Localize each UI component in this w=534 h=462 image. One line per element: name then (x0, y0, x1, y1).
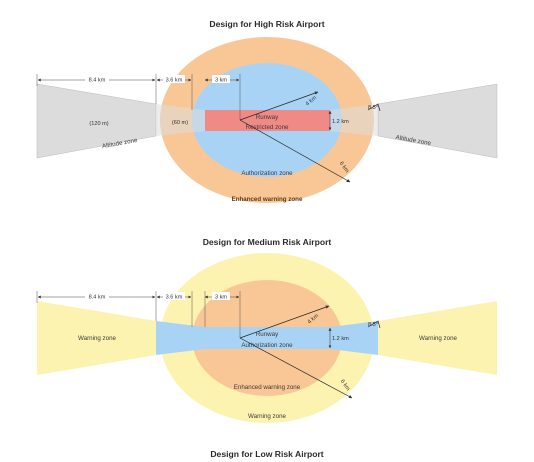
warning-zone-right-label: Warning zone (419, 335, 458, 342)
warning-zone-outer-label: Warning zone (248, 413, 287, 420)
dim-bg (212, 292, 230, 300)
width-label: 1.2 km (332, 336, 349, 342)
dim-3-label: 3 km (215, 78, 227, 84)
radius-6km-line (239, 337, 353, 399)
dim-bg (85, 75, 109, 83)
runway-label: Runway (256, 114, 279, 121)
left-warning-cone (37, 301, 156, 375)
enhanced-warning-label: Enhanced warning zone (234, 384, 301, 391)
dim-8-4-label: 8.4 km (89, 78, 106, 84)
height-outer-label: (120 m) (89, 121, 108, 127)
radius-6km-line (239, 119, 351, 183)
authorization-zone-label: Authorization zone (241, 170, 293, 177)
enhanced-warning-label: Enhanced warning zone (232, 196, 303, 203)
dim-bg (163, 292, 185, 300)
angle-label: 8.5° (368, 322, 378, 328)
restricted-zone-runway (205, 110, 330, 131)
height-inner-label: (60 m) (172, 120, 188, 126)
authorization-zone-label: Authorization zone (241, 342, 293, 349)
width-label: 1.2 km (332, 119, 349, 125)
runway-label: Runway (256, 331, 279, 338)
authorization-band (156, 321, 378, 355)
dim-bg (163, 75, 185, 83)
angle-marker (367, 103, 381, 112)
warning-zone-left-label: Warning zone (78, 335, 117, 342)
dim-3-6-label: 3.6 km (166, 295, 183, 301)
left-inner-cone (156, 104, 205, 136)
dim-bg (85, 292, 109, 300)
radius-4km-line (239, 305, 330, 339)
restricted-zone-label: Restricted zone (246, 124, 290, 131)
right-warning-cone (378, 301, 497, 375)
dim-bg (212, 75, 230, 83)
medium-risk-diagram: Design for Medium Risk Airport 8.4 km 3.… (36, 237, 497, 423)
low-risk-title: Design for Low Risk Airport (210, 449, 323, 459)
dim-3-6-label: 3.6 km (166, 78, 183, 84)
medium-risk-title: Design for Medium Risk Airport (203, 237, 332, 247)
high-risk-title: Design for High Risk Airport (209, 19, 324, 29)
radius-4km-line (239, 91, 319, 121)
high-risk-diagram: Design for High Risk Airport 8.4 km 3.6 … (36, 19, 498, 203)
angle-label: 8.5° (368, 105, 378, 111)
right-inner-cone (330, 104, 378, 136)
right-altitude-cone (377, 83, 498, 159)
dim-3-label: 3 km (215, 295, 227, 301)
angle-marker (367, 320, 381, 329)
dim-8-4-label: 8.4 km (89, 295, 106, 301)
